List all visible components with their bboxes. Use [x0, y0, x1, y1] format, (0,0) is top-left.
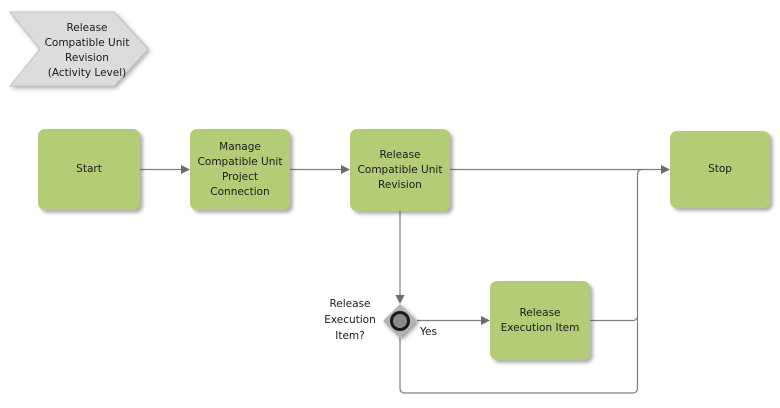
arrowheads: [181, 165, 670, 325]
node-manage-label: Manage Compatible Unit Project Connectio…: [197, 140, 283, 198]
diagram-title: Release Compatible Unit Revision (Activi…: [44, 22, 130, 79]
arrowhead-into-manage: [181, 165, 190, 174]
arrowhead-into-rei: [481, 316, 490, 325]
node-stop[interactable]: Stop: [670, 131, 770, 208]
arrowhead-into-stop: [661, 165, 670, 174]
flow-rei-to-stop: [590, 315, 639, 322]
node-rei-label: Release Execution Item: [500, 306, 580, 334]
flow-lines: [140, 168, 662, 394]
arrowhead-into-gateway: [395, 295, 405, 304]
edge-yes-label: Yes: [420, 326, 437, 338]
node-stop-label: Stop: [708, 163, 732, 175]
node-manage-compatible-unit-project-connection[interactable]: Manage Compatible Unit Project Connectio…: [190, 129, 290, 210]
gateway-circle-icon: [390, 311, 410, 331]
header-banner-shape: [8, 11, 149, 87]
node-release-execution-item[interactable]: Release Execution Item: [490, 281, 590, 360]
node-start[interactable]: Start: [38, 129, 140, 210]
flow-gateway-bottom-to-stop: [399, 168, 643, 394]
node-release-compatible-unit-revision[interactable]: Release Compatible Unit Revision: [350, 129, 450, 211]
arrowhead-into-release: [341, 165, 350, 174]
gateway-question-label: Release Execution Item?: [324, 298, 376, 342]
node-start-label: Start: [76, 163, 102, 175]
chevron-shape: [8, 11, 149, 87]
node-release-label: Release Compatible Unit Revision: [357, 148, 443, 191]
